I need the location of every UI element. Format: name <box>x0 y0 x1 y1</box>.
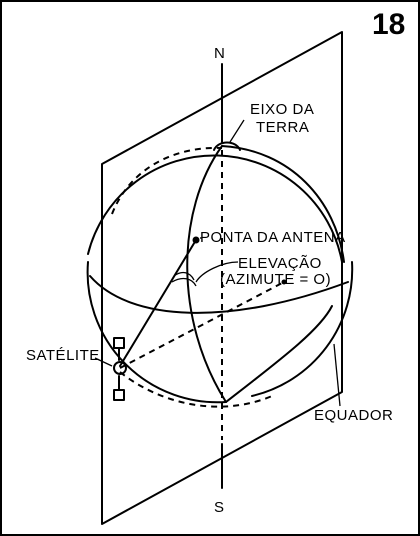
plane-intersection-arc <box>221 145 345 263</box>
satellite-line-of-sight <box>119 239 197 367</box>
figure-number: 18 <box>372 8 405 41</box>
satellite-center-line <box>119 281 285 369</box>
satellite-label: SATÉLITE <box>26 347 100 364</box>
earth-axis-label-1: EIXO DA <box>250 101 314 118</box>
sphere-outline-left <box>86 261 227 404</box>
leader-earth-axis <box>229 119 245 143</box>
satellite-panel-top <box>113 337 125 349</box>
north-label: N <box>214 45 225 62</box>
leader-equator <box>333 343 341 407</box>
elevation-arc-2 <box>171 277 197 287</box>
elevation-arc-1 <box>173 271 195 281</box>
earth-center-dot <box>281 279 287 285</box>
leader-elevation <box>195 261 239 283</box>
satellite-panel-bottom <box>113 389 125 401</box>
equator-front <box>89 275 349 314</box>
satellite-body <box>113 361 127 375</box>
elevation-label-2: (AZIMUTE = O) <box>220 271 331 288</box>
equator-label: EQUADOR <box>314 407 393 424</box>
orbital-plane <box>101 31 343 525</box>
hidden-equator-back <box>119 371 273 408</box>
meridian-front <box>186 145 227 403</box>
north-pole-cap <box>213 141 241 151</box>
south-label: S <box>214 499 225 516</box>
sphere-outline-right <box>251 261 354 397</box>
sphere-outline-top <box>87 154 343 263</box>
leader-satellite <box>94 357 113 367</box>
hidden-meridian-back <box>111 146 223 215</box>
antenna-tip-label: PONTA DA ANTENA <box>200 229 346 246</box>
equator-to-plane <box>225 305 333 403</box>
earth-axis-label-2: TERRA <box>256 119 309 136</box>
elevation-label-1: ELEVAÇÃO <box>238 255 322 272</box>
